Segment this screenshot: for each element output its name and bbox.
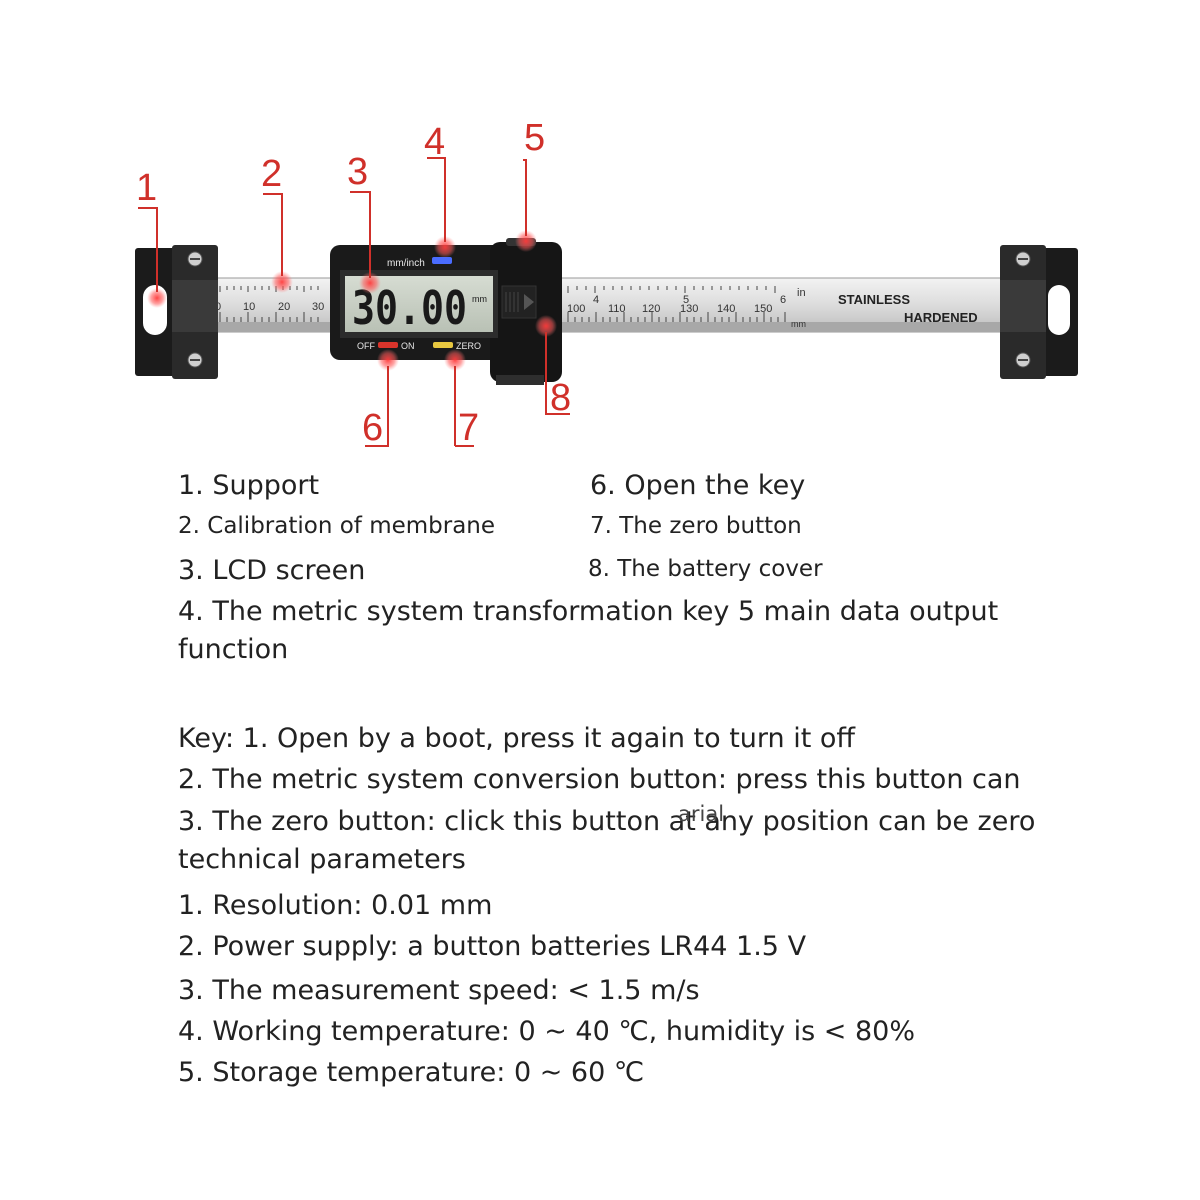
inch-label: in	[797, 287, 806, 299]
right-support-bracket	[1000, 245, 1078, 379]
callout-5: 5	[524, 117, 545, 159]
scale-number: 100	[567, 303, 585, 315]
callout-1: 1	[136, 167, 157, 209]
legend-item-zero-button: 7. The zero button	[590, 513, 802, 539]
scale-number: 140	[717, 303, 735, 315]
legend-item-support: 1. Support	[178, 470, 320, 501]
param-resolution: 1. Resolution: 0.01 mm	[178, 890, 493, 921]
scale-number: 120	[642, 303, 660, 315]
callout-lines	[138, 157, 570, 447]
callout-4: 4	[424, 121, 445, 163]
inch-mark: 4	[593, 294, 599, 306]
legend-item-open-key: 6. Open the key	[590, 470, 806, 501]
brand-hardened: HARDENED	[904, 310, 978, 325]
param-working-temperature: 4. Working temperature: 0 ~ 40 ℃, humidi…	[178, 1016, 916, 1047]
zero-label: ZERO	[456, 341, 481, 351]
callout-2: 2	[261, 153, 282, 195]
key-line-3: 3. The zero button: click this button at…	[178, 806, 1036, 837]
callout-3: 3	[347, 151, 368, 193]
mm-label: mm	[791, 319, 806, 329]
on-label: ON	[401, 341, 415, 351]
key-line-1: Key: 1. Open by a boot, press it again t…	[178, 723, 856, 754]
lcd-unit: mm	[472, 294, 487, 304]
scale-number: 10	[243, 301, 255, 313]
scale-number: 130	[680, 303, 698, 315]
technical-parameters-heading: technical parameters	[178, 844, 466, 875]
left-support-bracket	[135, 245, 218, 379]
callout-7: 7	[458, 407, 479, 449]
brand-stainless: STAINLESS	[838, 292, 910, 307]
scale-number: 30	[312, 301, 324, 313]
legend-item-lcd: 3. LCD screen	[178, 555, 366, 586]
mm-inch-button[interactable]	[432, 257, 452, 264]
scale-number: 0	[215, 301, 221, 313]
callout-6: 6	[362, 407, 383, 449]
param-power-supply: 2. Power supply: a button batteries LR44…	[178, 931, 807, 962]
param-measurement-speed: 3. The measurement speed: < 1.5 m/s	[178, 975, 700, 1006]
legend-item-metric-key-cont: function	[178, 634, 289, 665]
inch-mark: 5	[683, 294, 689, 306]
caliper-diagram: 0 10 20 30 4 5	[135, 117, 1078, 449]
param-storage-temperature: 5. Storage temperature: 0 ~ 60 ℃	[178, 1057, 645, 1088]
key-line-2: 2. The metric system conversion button: …	[178, 764, 1021, 795]
legend-item-metric-key: 4. The metric system transformation key …	[178, 596, 999, 627]
legend-item-calibration: 2. Calibration of membrane	[178, 513, 496, 539]
unit-toggle-label: mm/inch	[387, 258, 425, 269]
overlapping-word: arial	[678, 802, 725, 826]
callout-8: 8	[550, 377, 571, 419]
off-on-button[interactable]	[378, 342, 398, 348]
highlight-dots	[147, 230, 557, 371]
right-scale-ticks	[567, 312, 786, 322]
battery-cover	[501, 285, 537, 319]
inch-mark: 6	[780, 294, 786, 306]
off-label: OFF	[357, 341, 375, 351]
scale-number: 150	[754, 303, 772, 315]
scale-number: 110	[608, 303, 626, 315]
legend-item-battery-cover: 8. The battery cover	[588, 556, 823, 582]
scale-number: 20	[278, 301, 290, 313]
zero-button[interactable]	[433, 342, 453, 348]
